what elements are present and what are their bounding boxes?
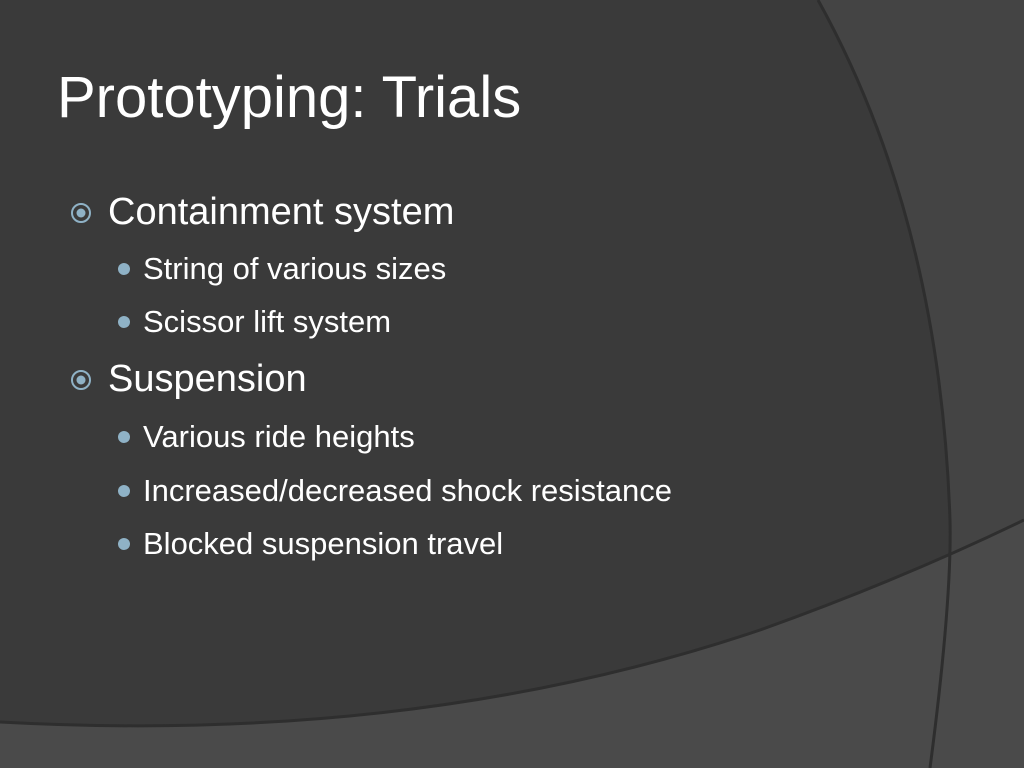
filled-circle-icon [118,485,130,497]
bullet-heading-containment: Containment system [108,191,455,233]
filled-circle-icon [118,431,130,443]
right-accent-edge [816,0,952,768]
bullet-item: String of various sizes [143,251,447,286]
bullet-item: Blocked suspension travel [143,526,504,561]
bullet-item: Various ride heights [143,419,415,454]
bottom-accent-edge [0,518,1024,728]
filled-circle-icon [118,263,130,275]
bullet-heading-suspension: Suspension [108,358,307,400]
filled-circle-icon [118,538,130,550]
bullet-item: Increased/decreased shock resistance [143,473,673,508]
circled-dot-icon [71,203,91,223]
bottom-accent-shape [0,520,1024,768]
circled-dot-icon [71,370,91,390]
bullet-item: Scissor lift system [143,304,392,339]
slide-title: Prototyping: Trials [57,65,522,130]
filled-circle-icon [118,316,130,328]
